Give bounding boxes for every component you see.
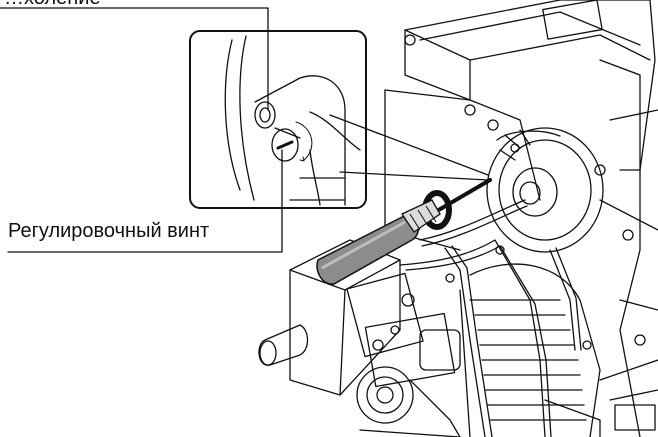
burner-housing (384, 0, 658, 437)
magnified-inset (189, 30, 367, 209)
bolts (404, 34, 646, 350)
top-cut-label: …холение (4, 0, 101, 10)
gas-valve-block (258, 239, 461, 437)
base-details (544, 359, 658, 437)
fuel-pipes (399, 199, 582, 437)
leader-lines (0, 7, 489, 253)
screwdriver-icon (316, 178, 492, 285)
motor-housing (486, 127, 604, 253)
adjusting-screw-label: Регулировочный винт (8, 220, 210, 242)
heat-exchanger (459, 263, 601, 437)
